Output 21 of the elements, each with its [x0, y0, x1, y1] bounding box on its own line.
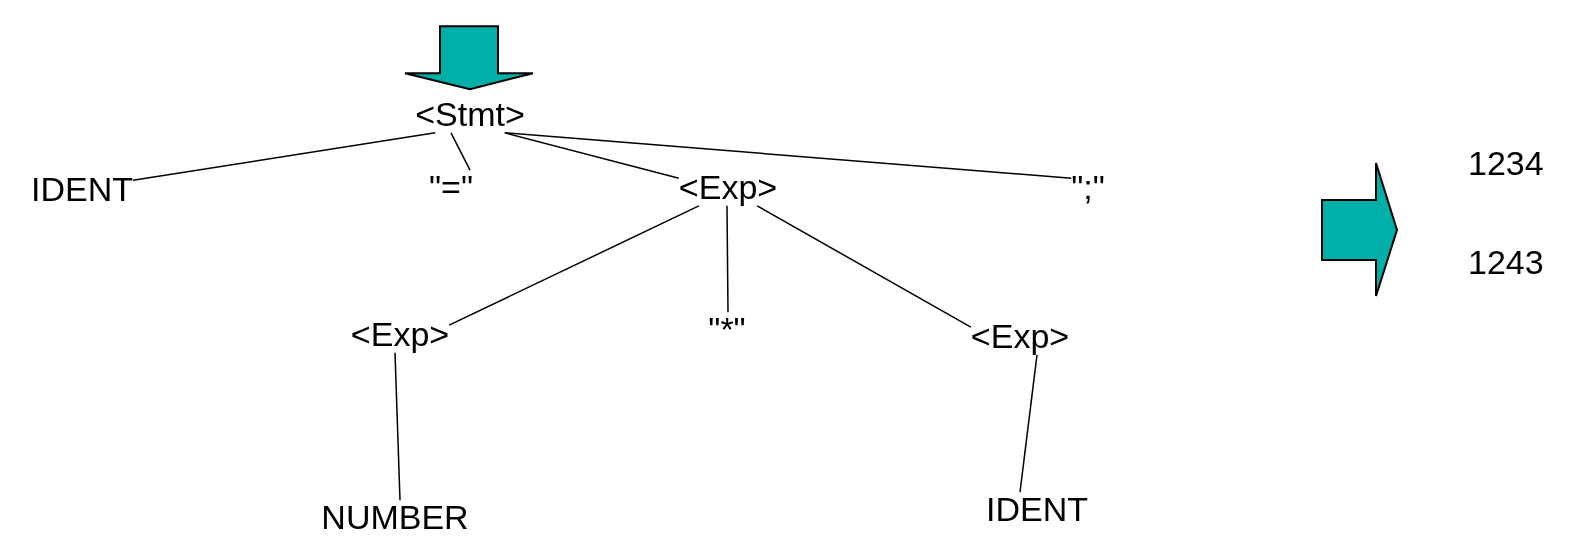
tree-line — [394, 352, 401, 501]
tree-node-text: "*" — [708, 312, 746, 348]
tree-node-text: "=" — [429, 170, 473, 206]
output-text: 1243 — [1468, 245, 1544, 281]
tree-node-text: NUMBER — [321, 500, 469, 536]
tree-node-text: <Exp> — [970, 319, 1070, 355]
tree-line — [756, 205, 972, 328]
tree-node-text: IDENT — [31, 172, 133, 208]
block-arrow — [404, 25, 534, 91]
tree-node-text: ";" — [1071, 170, 1105, 206]
output-text: 1234 — [1468, 146, 1544, 182]
tree-line — [726, 205, 729, 313]
tree-line — [448, 205, 700, 326]
tree-line — [504, 132, 1072, 179]
tree-line — [1019, 354, 1038, 493]
tree-node-text: <Stmt> — [415, 97, 525, 133]
tree-node-text: <Exp> — [678, 170, 778, 206]
tree-line — [132, 132, 436, 181]
tree-node-text: <Exp> — [350, 317, 450, 353]
tree-line — [450, 132, 471, 171]
tree-node-text: IDENT — [986, 492, 1088, 528]
